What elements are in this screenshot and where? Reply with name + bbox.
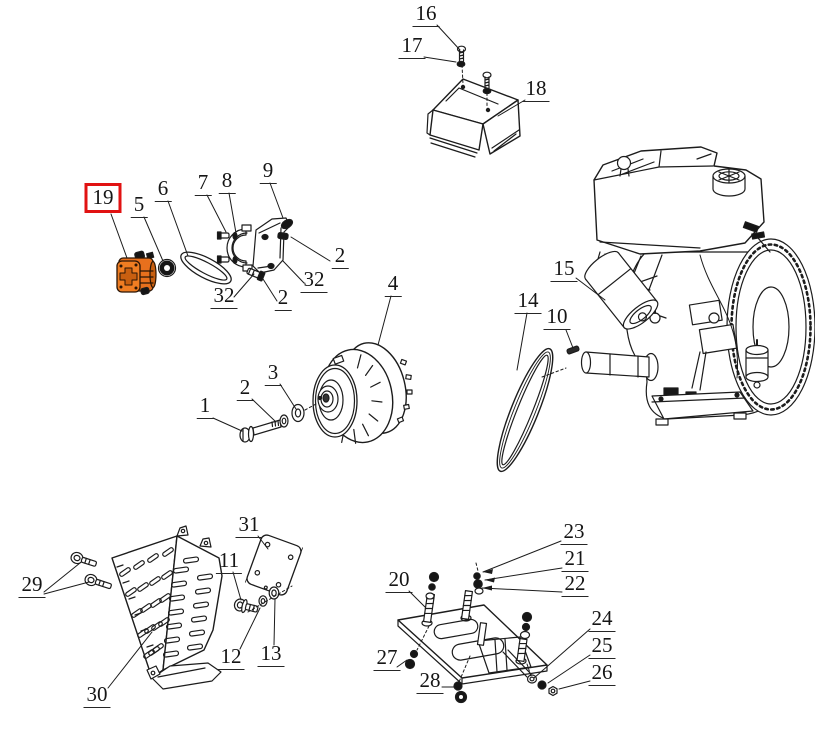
shaft-key	[566, 345, 580, 355]
part-label-4[interactable]: 4	[384, 273, 402, 297]
part-label-2-b[interactable]: 2	[274, 287, 292, 311]
part-label-1[interactable]: 1	[196, 395, 214, 419]
part-label-5[interactable]: 5	[130, 194, 148, 218]
part-label-23[interactable]: 23	[560, 521, 588, 545]
guard-bolts	[70, 551, 112, 590]
part-label-2-c[interactable]: 2	[236, 377, 254, 401]
part-label-19-highlighted[interactable]: 19	[84, 183, 122, 213]
part-label-30[interactable]: 30	[83, 684, 111, 708]
part-label-11[interactable]: 11	[215, 550, 243, 574]
part-label-32-a[interactable]: 32	[300, 269, 328, 293]
part-label-7[interactable]: 7	[194, 172, 212, 196]
guard-slots-left	[119, 547, 174, 659]
part-label-16[interactable]: 16	[412, 3, 440, 27]
mount-plate	[244, 534, 304, 596]
gear-motor	[116, 250, 157, 296]
part-label-17[interactable]: 17	[398, 35, 426, 59]
drive-belt	[496, 347, 554, 473]
part-label-29[interactable]: 29	[18, 574, 46, 598]
part-label-31[interactable]: 31	[235, 514, 263, 538]
part-label-22[interactable]: 22	[561, 573, 589, 597]
small-belt	[180, 251, 232, 285]
part-label-8[interactable]: 8	[218, 170, 236, 194]
part-label-12[interactable]: 12	[217, 646, 245, 670]
part-label-26[interactable]: 26	[588, 662, 616, 686]
belt-guard	[111, 525, 223, 690]
part-label-18[interactable]: 18	[522, 78, 550, 102]
clutch-bolt	[239, 403, 305, 443]
leader-lines	[43, 24, 606, 690]
motor-pulley	[157, 258, 177, 278]
part-label-27[interactable]: 27	[373, 647, 401, 671]
part-label-15[interactable]: 15	[550, 258, 578, 282]
muffler	[584, 250, 659, 330]
part-label-24[interactable]: 24	[588, 608, 616, 632]
part-label-3[interactable]: 3	[264, 362, 282, 386]
plate-bolt	[233, 586, 280, 614]
belt-cover	[426, 45, 521, 158]
part-label-9[interactable]: 9	[259, 160, 277, 184]
variator-clutch	[312, 342, 413, 444]
part-label-21[interactable]: 21	[561, 548, 589, 572]
part-label-14[interactable]: 14	[514, 290, 542, 314]
part-label-25[interactable]: 25	[588, 635, 616, 659]
base-plate-assembly	[397, 571, 558, 704]
tensioner-bracket	[216, 217, 294, 282]
part-label-32-b[interactable]: 32	[210, 285, 238, 309]
guard-slots-right	[162, 556, 214, 658]
crankshaft	[580, 351, 659, 382]
part-label-13[interactable]: 13	[257, 643, 285, 667]
part-label-28[interactable]: 28	[416, 670, 444, 694]
part-label-10[interactable]: 10	[543, 306, 571, 330]
engine-assembly	[580, 146, 815, 426]
part-label-20[interactable]: 20	[385, 569, 413, 593]
part-label-6[interactable]: 6	[154, 178, 172, 202]
part-label-2-a[interactable]: 2	[331, 245, 349, 269]
